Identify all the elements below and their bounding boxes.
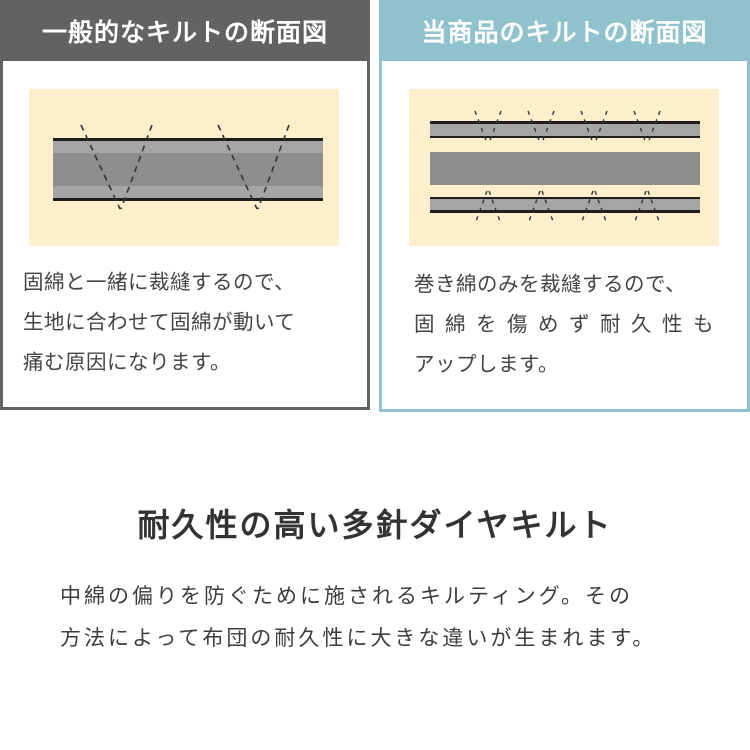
- section-body: 中綿の偏りを防ぐために施されるキルティング。その 方法によって布団の耐久性に大き…: [60, 575, 656, 659]
- panel-title: 一般的なキルトの断面図: [0, 0, 370, 61]
- text-line: アップします。: [414, 352, 559, 376]
- cross-section-illustration: [430, 110, 700, 225]
- section-title: 耐久性の高い多針ダイヤキルト: [137, 506, 613, 544]
- product-quilt-panel: 当商品のキルトの断面図 巻き綿のみを裁縫するので、 固綿を傷めず耐久性も: [379, 0, 750, 412]
- text-line: 生地に合わせて固綿が動いて: [23, 310, 296, 334]
- product-quilt-diagram: [409, 89, 719, 246]
- text-line: 巻き綿のみを裁縫するので、: [414, 272, 687, 296]
- description-text: 固綿と一緒に裁縫するので、 生地に合わせて固綿が動いて 痛む原因になります。: [23, 262, 295, 382]
- panel-title: 当商品のキルトの断面図: [379, 0, 750, 61]
- text-line: 痛む原因になります。: [23, 350, 231, 374]
- normal-quilt-diagram: [29, 89, 339, 246]
- text-line: 固綿を傷めず耐久性も: [414, 312, 724, 336]
- body-line: 中綿の偏りを防ぐために施されるキルティング。その: [60, 584, 634, 608]
- body-line: 方法によって布団の耐久性に大きな違いが生まれます。: [60, 626, 657, 650]
- cross-section-illustration: [53, 124, 323, 210]
- normal-quilt-panel: 一般的なキルトの断面図 固綿と一緒に裁縫するので、 生地に合わせて固綿が動いて …: [0, 0, 370, 410]
- text-line: 固綿と一緒に裁縫するので、: [23, 270, 296, 294]
- description-text: 巻き綿のみを裁縫するので、 固綿を傷めず耐久性も アップします。: [414, 264, 724, 384]
